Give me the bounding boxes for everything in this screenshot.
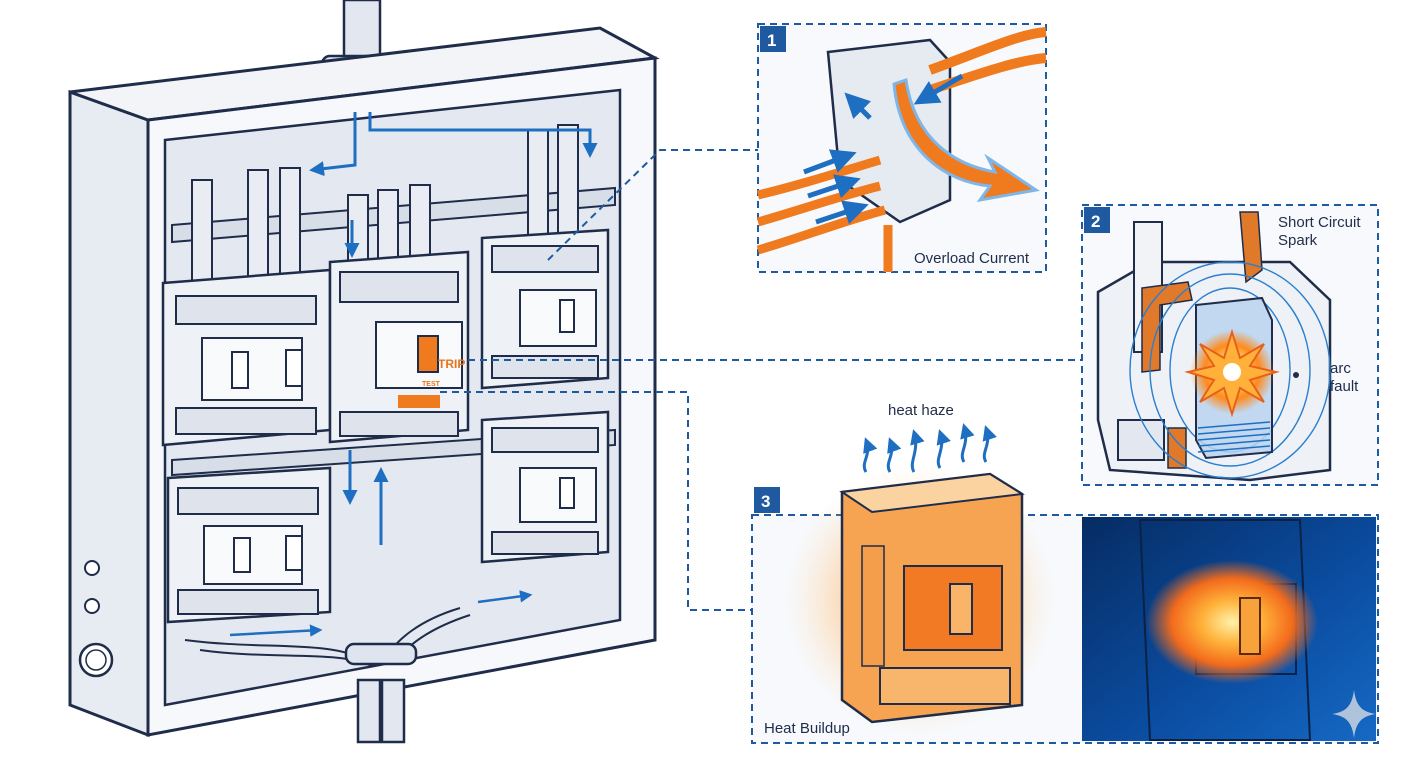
current-arrow [844, 92, 872, 120]
trip-handle [417, 335, 439, 373]
current-flow-path [477, 590, 533, 604]
heat-haze-arrows [862, 423, 997, 473]
callout-caption: Overload Current [914, 250, 1030, 267]
breaker-rating-label: TEST [422, 381, 441, 388]
current-arrow [815, 200, 869, 225]
bottom-cable-bundle [184, 607, 471, 667]
callout-number-badge [760, 26, 786, 52]
breaker-bottom-left [166, 466, 332, 624]
callout-heat-buildup: 3 heat haze Heat Buildup [751, 402, 1379, 744]
top-conduit [342, 0, 382, 64]
thermal-hotspot [1146, 560, 1318, 684]
terminal-lug [1117, 419, 1165, 461]
bottom-conduit [380, 678, 406, 744]
callout-caption-line2: Spark [1278, 232, 1318, 249]
arc-chute-plates [1197, 421, 1271, 453]
callout-caption: Heat Buildup [764, 720, 850, 737]
current-flow-path [309, 112, 357, 177]
sparkle-icon [1332, 690, 1376, 738]
breaker-top-left [161, 268, 332, 447]
trip-label: TRIP [438, 357, 465, 371]
callout-short-circuit-spark: 2 Short Circuit Spark arc fault [1081, 204, 1379, 486]
callout-overload-current: 1 Overload Current [756, 23, 1047, 273]
breaker-center-tripped: TRIP TEST [328, 250, 470, 444]
overload-wire [928, 27, 1047, 75]
busbar [191, 179, 213, 291]
busbar [527, 129, 549, 241]
current-arrow [803, 149, 857, 175]
arc-fault-label-line2: fault [1330, 378, 1359, 395]
callout-number: 1 [767, 31, 776, 50]
heat-haze-label: heat haze [888, 402, 954, 419]
arc-fault-label-line1: arc [1330, 360, 1351, 377]
callout-number-badge [754, 487, 780, 513]
breaker-top-right [480, 228, 610, 390]
thermal-handle [1239, 597, 1261, 655]
copper-conductor [1141, 281, 1193, 373]
overheated-breaker [839, 472, 1025, 724]
trip-indicator-flag [398, 395, 440, 408]
busbar [247, 169, 269, 291]
distribution-panel: TRIP TEST [68, 0, 660, 744]
callout-number: 3 [761, 492, 770, 511]
current-arrow [807, 174, 861, 199]
busbar [557, 124, 579, 241]
current-flow-path [368, 112, 598, 158]
callout-number-badge [1084, 207, 1110, 233]
overload-wire [756, 205, 887, 255]
bottom-conduit [356, 678, 382, 744]
callout-leader-lines [440, 149, 1082, 611]
current-flow-path [229, 624, 323, 637]
callout-number: 2 [1091, 212, 1100, 231]
copper-conductor [1239, 211, 1263, 284]
overload-flow-arrow [892, 78, 1040, 203]
bottom-conduit-gland [344, 642, 418, 666]
callout-caption-line1: Short Circuit [1278, 214, 1361, 231]
knockout [84, 560, 100, 576]
breaker-bottom-right [480, 410, 610, 564]
current-arrow [913, 73, 964, 105]
spark-core [1223, 363, 1241, 381]
knockout-large-inner [85, 649, 107, 671]
overload-wire [756, 155, 882, 200]
cabinet-side [68, 89, 150, 738]
arc-fault-pointer-dot [1293, 372, 1299, 378]
knockout [84, 598, 100, 614]
overload-wire [756, 181, 882, 227]
